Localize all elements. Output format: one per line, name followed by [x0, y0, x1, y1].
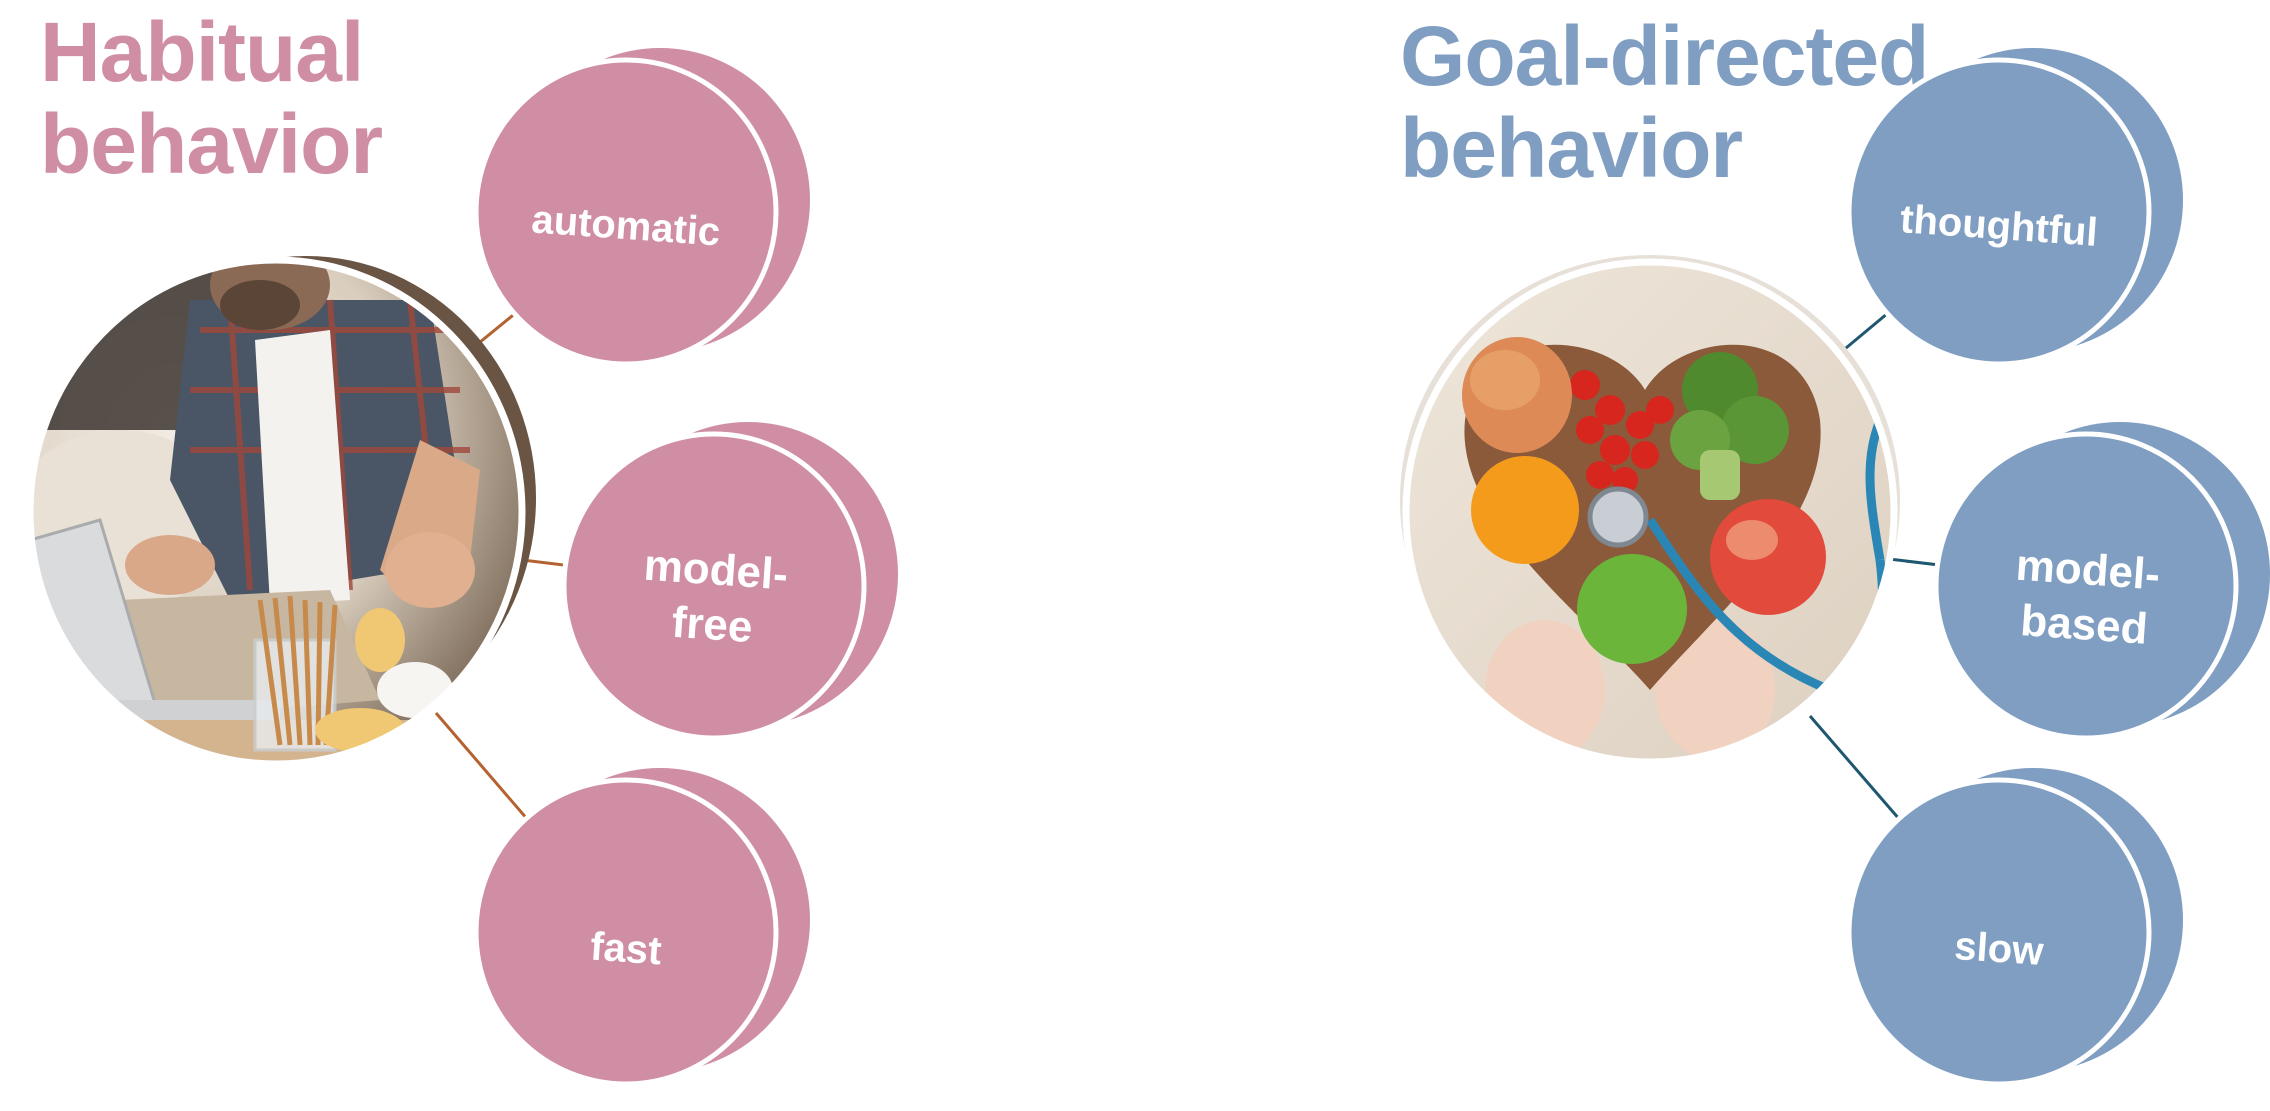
goal-node-label-2-line-2: based: [2019, 596, 2149, 654]
goal-node-model-based: [1933, 422, 2270, 741]
habitual-node-model-free: [561, 422, 898, 741]
goal-node-label-2-line-1: model-: [2014, 541, 2161, 600]
goal-node-thoughtful: [1846, 48, 2183, 367]
habitual-photo: [26, 256, 536, 768]
habitual-node-label-2-line-2: free: [670, 598, 754, 653]
connector-slow: [1808, 715, 1902, 821]
habitual-node-fast: [473, 768, 810, 1087]
goal-directed-behavior-title: Goal-directed behavior: [1400, 9, 1929, 195]
habitual-node-automatic: [473, 48, 810, 367]
habitual-title-line-2: behavior: [40, 97, 383, 191]
goal-node-slow: [1846, 768, 2183, 1087]
fruit-heart-bowl-photo: [1406, 262, 1894, 762]
habitual-behavior-title: Habitual behavior: [40, 5, 383, 191]
goal-title-line-1: Goal-directed: [1400, 9, 1929, 103]
habitual-title-line-1: Habitual: [40, 5, 364, 99]
habitual-node-label-2-line-1: model-: [642, 541, 789, 600]
connector-fast: [434, 712, 530, 821]
goal-node-label-3-line-1: slow: [1953, 924, 2046, 974]
goal-node-label-3: slow: [1953, 924, 2046, 974]
goal-title-line-2: behavior: [1400, 101, 1743, 195]
goal-photo: [1400, 255, 1900, 766]
goal-node-label-2: model-based: [2010, 541, 2161, 655]
habitual-node-label-2: model-free: [638, 541, 789, 655]
man-snacking-photo: [30, 260, 522, 764]
habitual-node-label-3-line-1: fast: [589, 925, 663, 974]
habitual-node-label-3: fast: [589, 925, 663, 974]
